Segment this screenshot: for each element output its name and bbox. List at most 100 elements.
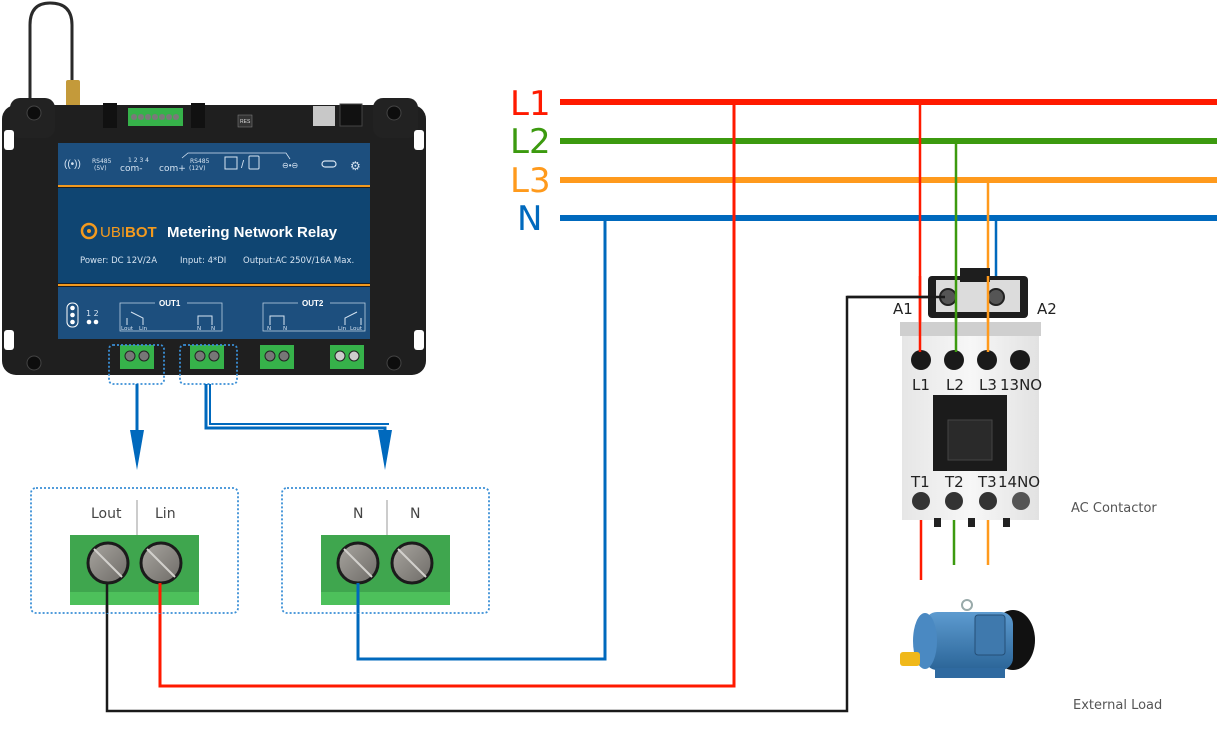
rs485-12v-label: RS485 xyxy=(190,158,210,165)
highlight-out1-n xyxy=(179,344,238,385)
terminal-13no[interactable] xyxy=(1010,350,1030,370)
out2-lout: Lout xyxy=(350,326,363,332)
out1-lin: Lin xyxy=(139,326,148,332)
contactor-foot xyxy=(968,518,975,527)
power-bus: L1 L2 L3 N xyxy=(510,84,1217,239)
usb-port[interactable] xyxy=(313,106,335,126)
screw-hole-icon xyxy=(386,105,402,121)
contactor-foot xyxy=(934,518,941,527)
wire-n-to-n xyxy=(356,218,607,661)
led-numbers: 1 2 xyxy=(86,309,99,318)
brand-suffix: BOT xyxy=(125,224,157,241)
usb-c-icon xyxy=(321,160,337,168)
screw-hole-icon xyxy=(26,355,42,371)
bottom-label-panel xyxy=(58,287,370,339)
out1-lout: Lout xyxy=(121,326,134,332)
motor-load: External Load xyxy=(900,599,1162,713)
out2-label-bg xyxy=(298,298,330,307)
led-dot xyxy=(93,319,99,325)
mount-slot xyxy=(414,330,424,350)
reset-label: RES xyxy=(240,119,251,125)
out1-label-bg xyxy=(155,298,187,307)
terminal-label-lin: Lin xyxy=(155,506,176,522)
ubibot-logo-dot xyxy=(87,229,91,233)
out1-switch-icon xyxy=(126,311,213,325)
screw-hole-icon xyxy=(386,355,402,371)
terminal-l2[interactable] xyxy=(944,350,964,370)
brand-name: UBIBOT xyxy=(100,224,157,241)
out2-n2: N xyxy=(283,326,287,332)
com-plus-label: com+ xyxy=(159,164,186,174)
led-dot xyxy=(86,319,92,325)
rs485-5v-sub: (5V) xyxy=(94,165,107,172)
out2-lin: Lin xyxy=(338,326,347,332)
arrow-shaft xyxy=(204,384,387,440)
out1-label: OUT1 xyxy=(159,299,181,308)
out2-n1: N xyxy=(267,326,271,332)
com-bridge-line xyxy=(181,152,291,160)
contactor-label-14no: 14NO xyxy=(998,473,1040,491)
terminal-base xyxy=(321,592,450,605)
coil-label-a1: A1 xyxy=(893,300,913,318)
callout-frame xyxy=(281,487,490,614)
bus-label-n: N xyxy=(517,199,542,239)
terminal-l3[interactable] xyxy=(977,350,997,370)
coil-label-a2: A2 xyxy=(1037,300,1057,318)
terminal-label-n1: N xyxy=(353,506,363,522)
com-numbers: 1 2 3 4 xyxy=(128,157,149,164)
top-port xyxy=(191,103,205,128)
ac-contactor: A1 A2 L1 L2 L3 13NO T1 T2 T3 14NO AC Con… xyxy=(893,268,1157,527)
wires xyxy=(105,102,998,713)
bus-label-l1: L1 xyxy=(510,84,551,124)
screw-slot xyxy=(146,548,176,578)
out2-switch-icon xyxy=(269,311,362,325)
terminal-t2[interactable] xyxy=(945,492,963,510)
contactor-label-l3: L3 xyxy=(979,376,997,394)
terminal-14no[interactable] xyxy=(1012,492,1030,510)
dc-jack-icon: ⊖•⊖ xyxy=(282,161,298,170)
led-dot xyxy=(70,305,75,311)
screw-slot xyxy=(397,548,427,578)
contactor-top-rail xyxy=(900,322,1041,336)
arrow-shaft-outline xyxy=(209,384,389,425)
terminal-label-lout: Lout xyxy=(91,506,122,522)
contactor-caption: AC Contactor xyxy=(1071,501,1157,516)
contactor-label-t2: T2 xyxy=(944,473,964,491)
arrow-down-icon xyxy=(378,430,392,470)
terminal-t1[interactable] xyxy=(912,492,930,510)
contactor-label-t3: T3 xyxy=(977,473,997,491)
arrow-down-icon xyxy=(130,430,144,470)
reset-button[interactable] xyxy=(237,114,253,128)
led-dot xyxy=(70,312,75,318)
terminal-block-lout-lin: Lout Lin xyxy=(30,487,239,614)
coil-clip xyxy=(960,268,990,282)
device-title: Metering Network Relay xyxy=(167,224,338,241)
contactor-label-l1: L1 xyxy=(912,376,930,394)
top-label-panel xyxy=(58,143,370,185)
terminal-base xyxy=(70,592,199,605)
spec-input: Input: 4*DI xyxy=(180,256,226,266)
terminal-t3[interactable] xyxy=(979,492,997,510)
spec-power: Power: DC 12V/2A xyxy=(80,256,157,266)
antenna-cable xyxy=(28,1,74,110)
out1-n1: N xyxy=(197,326,201,332)
relay-device: RES ((•)) RS485 (5V) 1 2 3 4 com- com+ R… xyxy=(2,1,426,385)
motor-junction-box xyxy=(974,614,1006,656)
power-jack[interactable] xyxy=(339,103,363,127)
callout-arrows xyxy=(130,384,392,470)
spec-output: Output:AC 250V/16A Max. xyxy=(243,256,354,266)
rs485-12v-sub: (12V) xyxy=(189,165,205,172)
bus-label-l2: L2 xyxy=(510,122,551,162)
terminal-label-n2: N xyxy=(410,506,420,522)
a2-screw[interactable] xyxy=(987,288,1005,306)
sim-card-icon xyxy=(248,155,260,170)
terminal-l1[interactable] xyxy=(911,350,931,370)
brand-prefix: UBI xyxy=(100,224,125,241)
main-label-panel xyxy=(58,188,370,283)
contactor-label-l2: L2 xyxy=(946,376,964,394)
out1-n2: N xyxy=(211,326,215,332)
screw-slot xyxy=(93,548,123,578)
mount-slot xyxy=(4,130,14,150)
contactor-foot xyxy=(1003,518,1010,527)
